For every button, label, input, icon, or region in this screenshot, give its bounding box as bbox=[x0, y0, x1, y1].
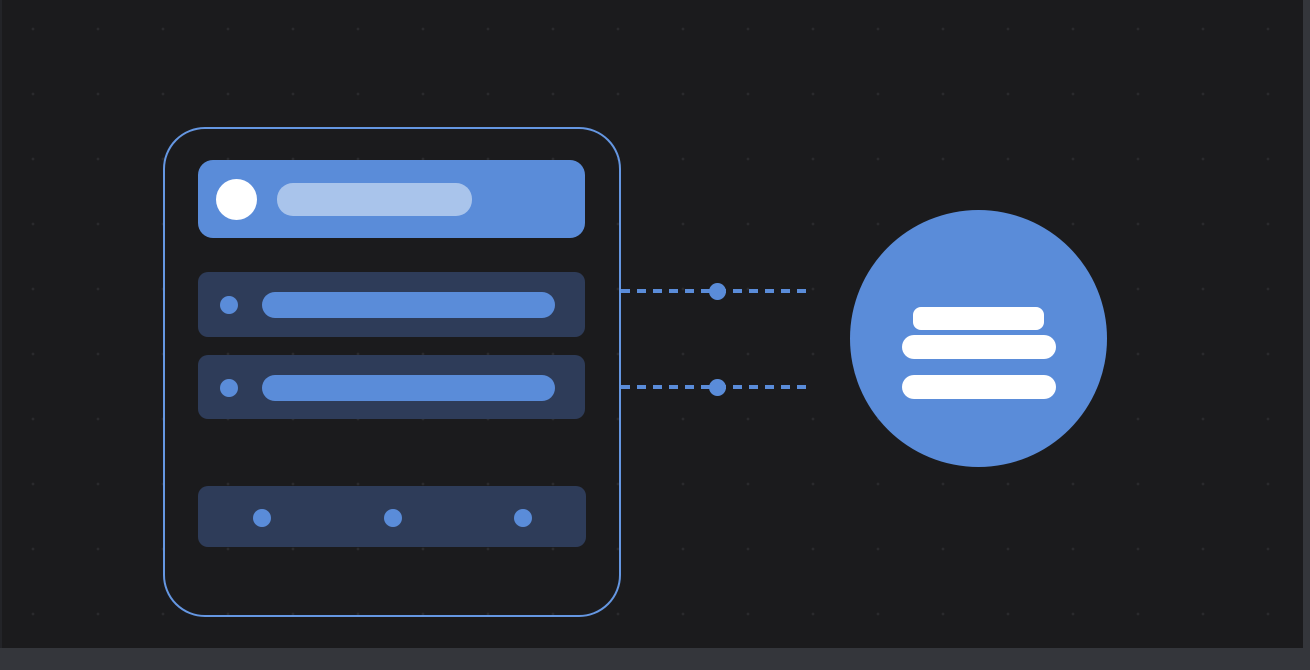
list-row-1 bbox=[198, 272, 585, 337]
connector-node-dot bbox=[709, 378, 726, 396]
connector-node-dot bbox=[709, 282, 726, 300]
bottom-nav-bar bbox=[198, 486, 586, 547]
avatar-circle bbox=[216, 179, 257, 220]
summary-circle-badge bbox=[850, 210, 1107, 467]
app-window-wireframe bbox=[163, 127, 621, 617]
window-edge-left bbox=[0, 0, 2, 670]
list-row-2 bbox=[198, 355, 585, 419]
text-placeholder-bar bbox=[262, 375, 555, 401]
nav-dot bbox=[514, 509, 532, 527]
bullet-dot bbox=[220, 379, 238, 397]
dashed-connector-top bbox=[621, 282, 811, 300]
stack-line-icon bbox=[902, 375, 1056, 399]
nav-dot bbox=[253, 509, 271, 527]
header-bar bbox=[198, 160, 585, 238]
stack-line-icon bbox=[902, 335, 1056, 359]
stack-line-icon bbox=[913, 307, 1044, 330]
window-edge-bottom bbox=[0, 648, 1310, 670]
window-edge-right bbox=[1303, 0, 1310, 670]
bullet-dot bbox=[220, 296, 238, 314]
nav-dot bbox=[384, 509, 402, 527]
title-placeholder-bar bbox=[277, 183, 472, 216]
text-placeholder-bar bbox=[262, 292, 555, 318]
dashed-connector-bottom bbox=[621, 378, 811, 396]
